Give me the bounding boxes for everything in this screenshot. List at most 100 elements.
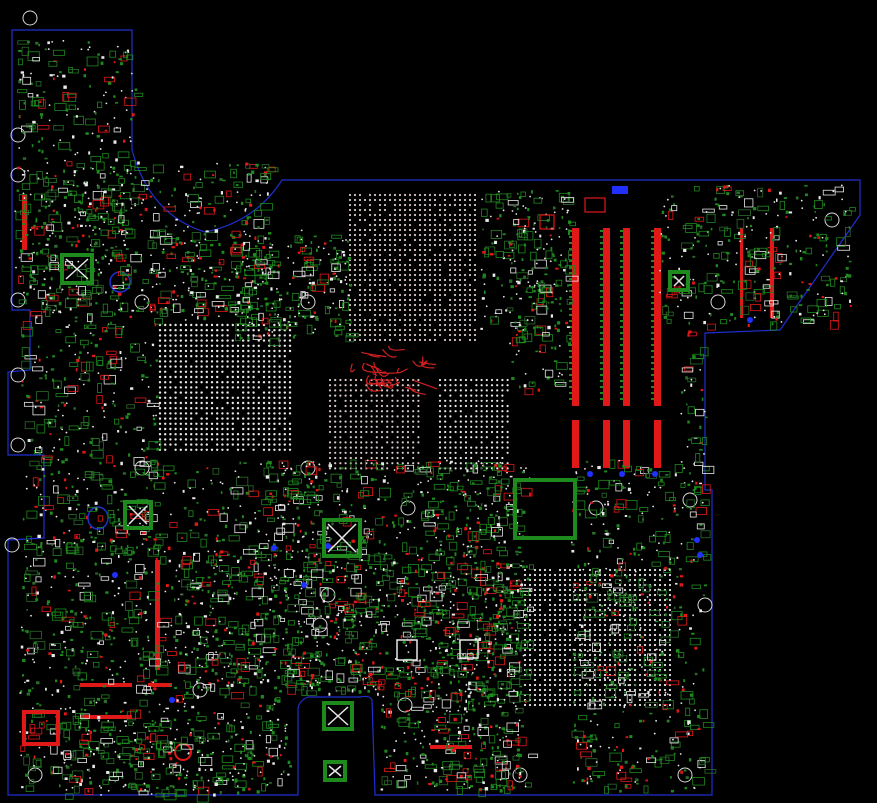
bga-ball	[158, 360, 162, 363]
pad	[101, 256, 105, 260]
bga-ball	[648, 653, 652, 657]
bga-ball	[268, 407, 271, 410]
pad	[32, 120, 36, 124]
pad	[786, 245, 789, 248]
bga-ball	[231, 433, 234, 436]
bga-ball	[383, 203, 387, 207]
via	[455, 535, 458, 538]
bga-ball	[438, 293, 442, 297]
bga-ball	[538, 613, 542, 617]
bga-ball	[638, 628, 642, 632]
bga-ball	[464, 404, 468, 408]
pad	[81, 234, 85, 237]
via	[198, 241, 201, 244]
pad	[113, 404, 116, 407]
pad	[118, 287, 122, 290]
pad	[203, 233, 206, 236]
bga-ball	[468, 283, 472, 287]
bga-ball	[428, 238, 432, 242]
component-outline	[273, 300, 281, 308]
dimm-pin	[651, 266, 654, 268]
component-outline	[138, 306, 145, 312]
bga-ball	[603, 658, 607, 662]
bga-ball	[543, 613, 547, 617]
pad	[282, 518, 286, 521]
dimm-pin	[651, 356, 654, 358]
bga-ball	[268, 417, 271, 420]
bga-ball	[458, 313, 462, 317]
pad	[309, 681, 312, 685]
bga-ball	[496, 441, 499, 444]
bga-ball	[453, 268, 457, 272]
bga-ball	[553, 613, 557, 617]
mounting-hole	[588, 500, 604, 516]
bga-ball	[638, 703, 642, 707]
pad	[52, 209, 55, 212]
bga-ball	[328, 446, 332, 449]
pad	[60, 519, 64, 523]
component-outline	[698, 230, 710, 237]
bga-ball	[563, 588, 567, 592]
component-outline	[230, 487, 244, 495]
bga-ball	[468, 258, 472, 262]
component-outline	[142, 278, 149, 284]
via	[187, 289, 190, 292]
bga-ball	[360, 446, 363, 449]
bga-ball	[608, 668, 612, 672]
bga-ball	[603, 623, 607, 627]
bga-ball	[523, 618, 527, 622]
component-outline	[34, 193, 45, 201]
pad	[193, 186, 196, 190]
bga-ball	[573, 578, 577, 582]
bga-ball	[428, 248, 432, 252]
bga-ball	[543, 628, 547, 632]
pad	[265, 475, 270, 479]
bga-ball	[184, 334, 188, 337]
component-outline	[540, 288, 551, 294]
bga-ball	[628, 583, 632, 587]
component-outline	[43, 505, 54, 511]
component-outline	[337, 261, 350, 271]
component-outline	[134, 92, 144, 97]
bga-ball	[449, 441, 452, 444]
pad	[245, 162, 249, 166]
bga-ball	[449, 425, 452, 428]
pad	[196, 502, 199, 504]
component-outline	[519, 675, 532, 680]
bga-ball	[403, 308, 407, 312]
bga-ball	[386, 404, 389, 408]
pad	[340, 467, 344, 470]
bga-ball	[268, 386, 271, 389]
bga-ball	[360, 394, 363, 397]
dimm-pin	[569, 236, 572, 238]
bga-ball	[257, 401, 260, 405]
bga-ball	[388, 333, 392, 337]
bga-ball	[328, 404, 332, 408]
component-outline	[265, 302, 277, 312]
component-outline	[38, 99, 46, 109]
bga-ball	[470, 425, 473, 428]
bga-ball	[288, 381, 292, 384]
bga-ball	[360, 456, 363, 460]
component-outline	[764, 300, 774, 307]
bga-ball	[485, 399, 488, 402]
component-outline	[762, 284, 771, 289]
bga-ball	[368, 308, 372, 312]
bga-ball	[353, 278, 357, 282]
bga-ball	[438, 425, 442, 428]
bga-ball	[618, 673, 622, 677]
bga-ball	[169, 417, 172, 420]
component-outline	[25, 123, 33, 128]
bga-ball	[403, 193, 407, 197]
via	[305, 465, 308, 468]
pad	[197, 316, 199, 320]
component-outline	[24, 421, 36, 430]
bga-ball	[393, 193, 397, 197]
pad	[847, 274, 852, 278]
bga-ball	[528, 683, 532, 687]
bga-ball	[273, 417, 276, 420]
bga-ball	[398, 338, 402, 342]
bga-ball	[448, 283, 452, 287]
